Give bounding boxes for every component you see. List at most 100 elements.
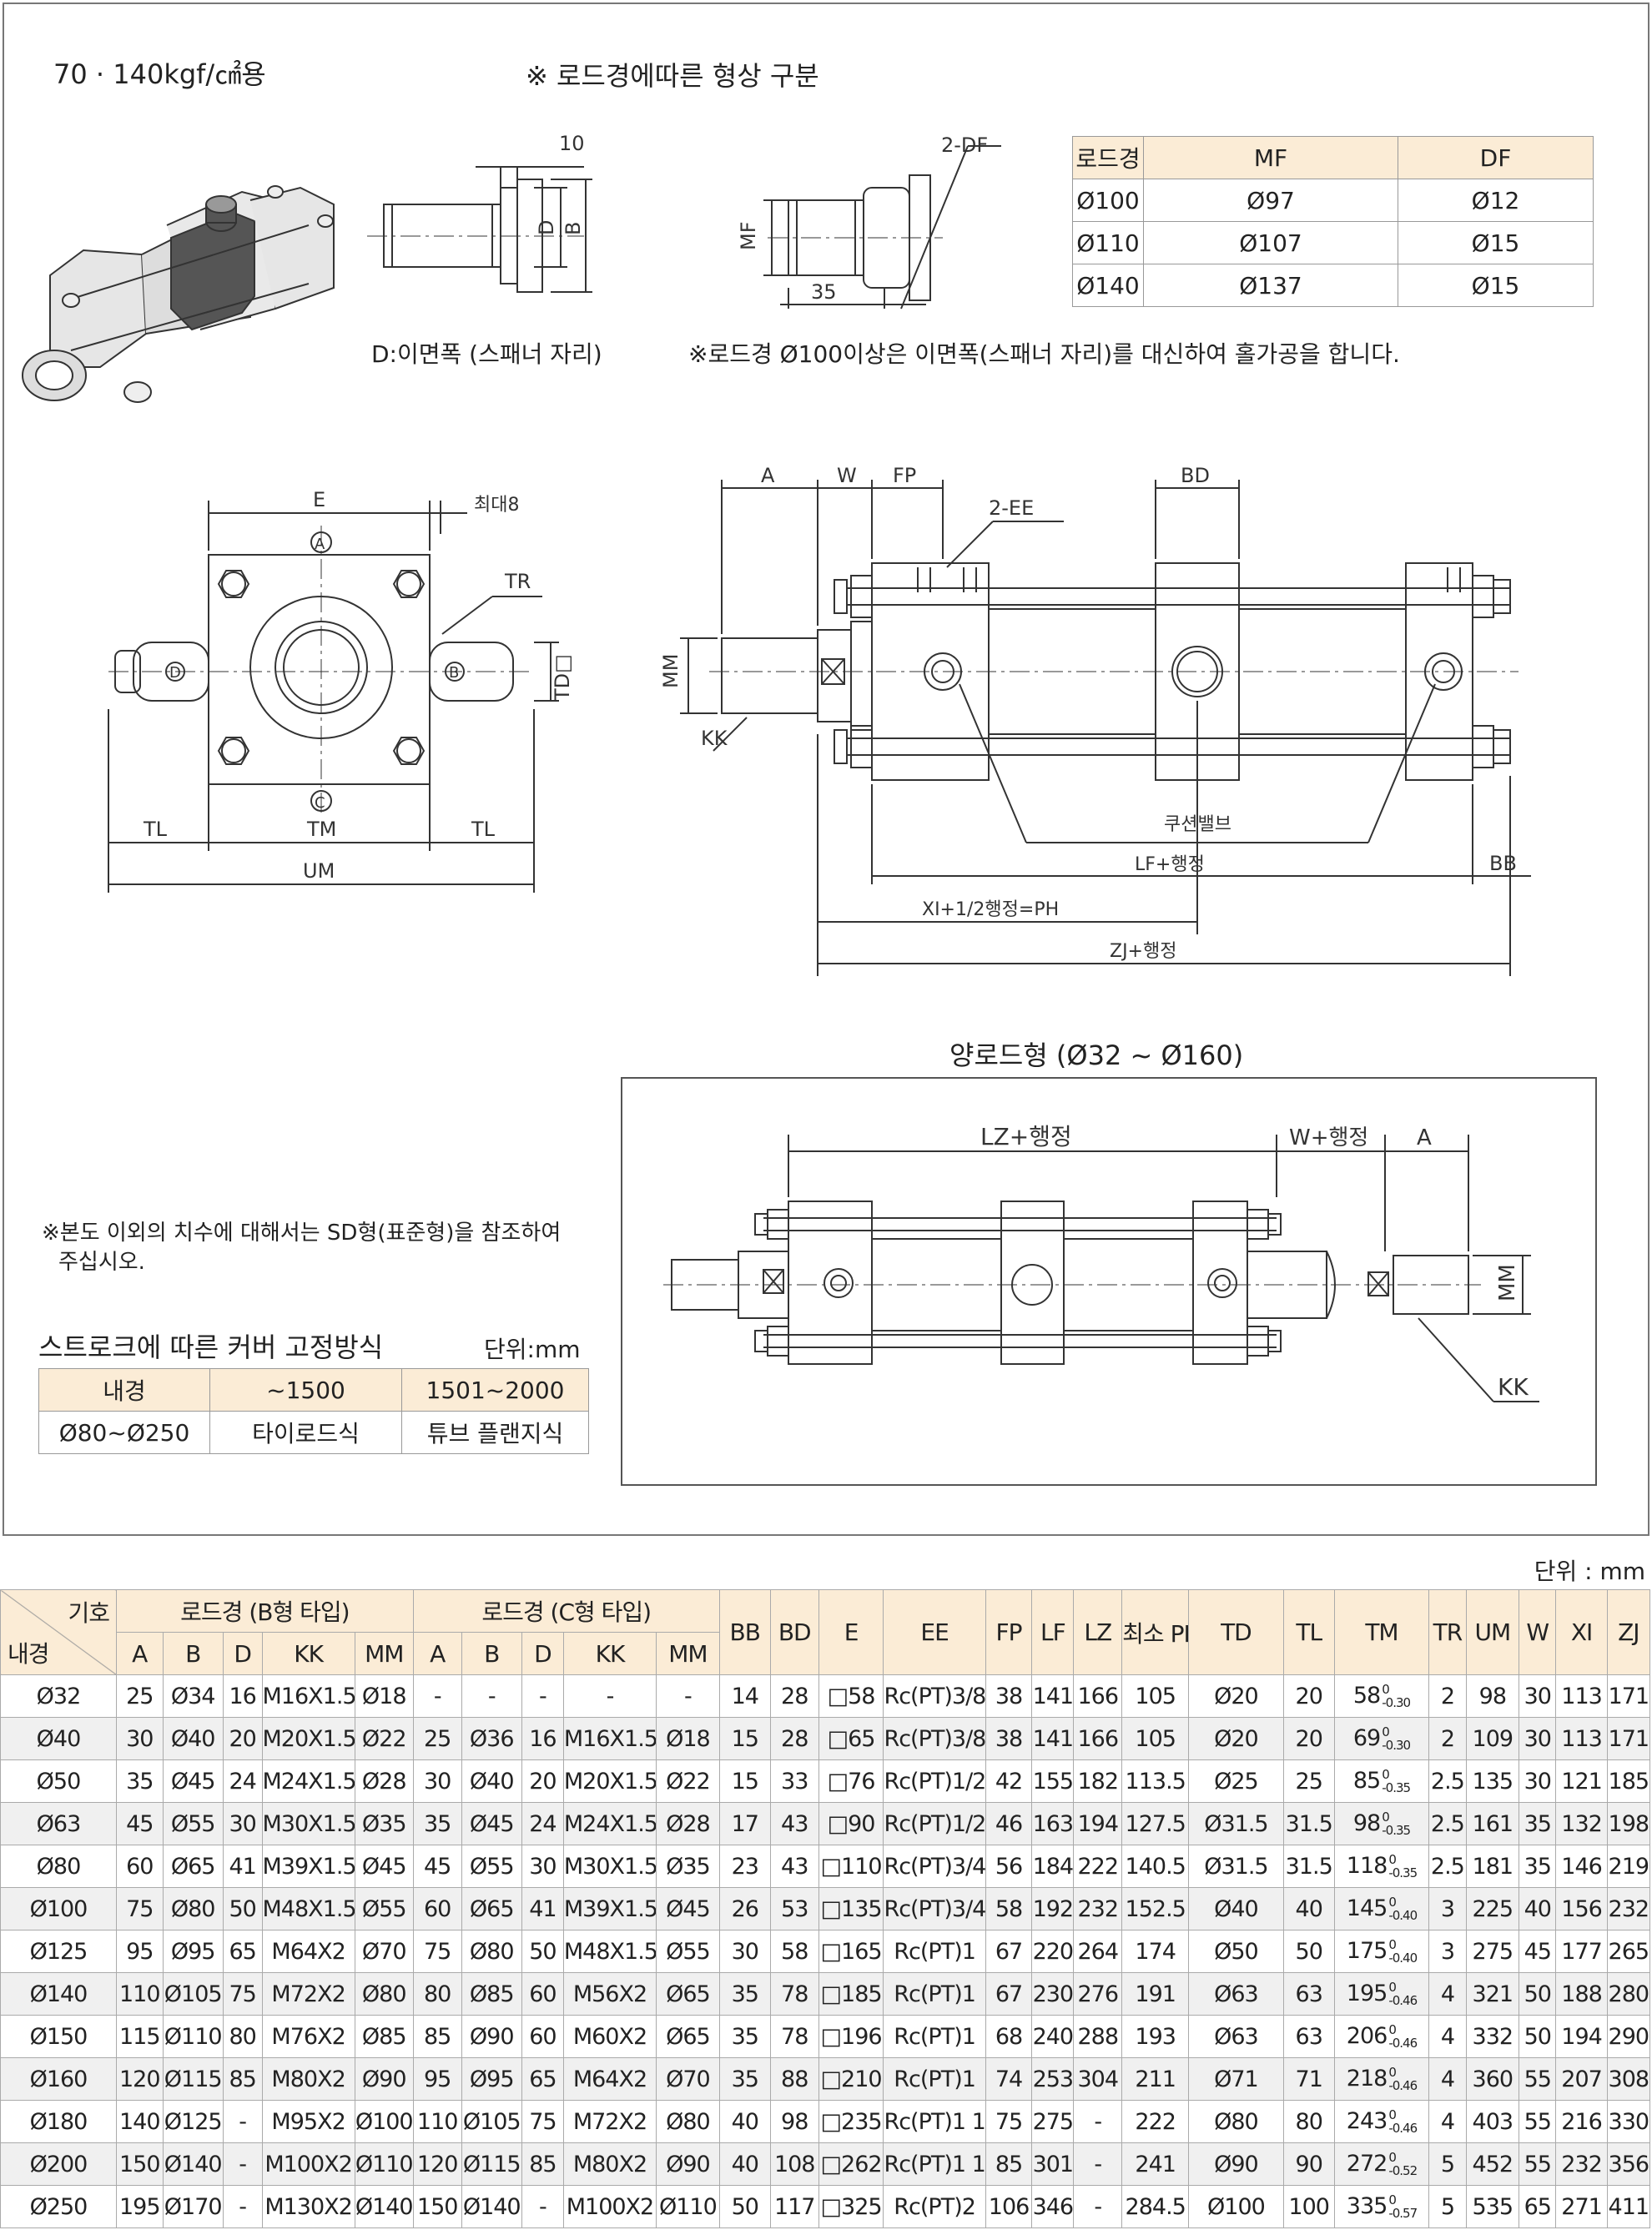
value-cell: 33 [769,1759,819,1803]
value-cell: 110 [412,2100,462,2143]
value-cell: Ø85 [461,1972,522,2016]
table-unit: 단위 : mm [1534,1558,1645,1585]
value-cell: 75 [521,2100,564,2143]
value-cell: 30 [115,1717,164,1760]
value-cell: 135 [1465,1759,1520,1803]
bore-cell: Ø63 [0,1802,117,1845]
value-cell: 14 [718,1674,771,1718]
value-cell: 35 [412,1802,462,1845]
value-cell: □235 [818,2100,884,2143]
value-cell: M48X1.5 [562,1930,657,1973]
value-cell: 403 [1465,2100,1520,2143]
value-cell: 181 [1465,1845,1520,1888]
value-cell: 55 [1519,2142,1557,2186]
value-cell: 535 [1465,2185,1520,2228]
value-cell: Ø18 [656,1717,720,1760]
value-cell: 25 [115,1674,164,1718]
value-cell: 280 [1606,1972,1651,2016]
value-cell: 360 [1465,2057,1520,2101]
value-cell: - [562,1674,657,1718]
value-cell: M30X1.5 [261,1802,355,1845]
value-cell: 55 [1519,2057,1557,2101]
value-cell: 241 [1121,2142,1190,2186]
value-cell: 15 [718,1717,771,1760]
col-header: BB [718,1589,771,1675]
value-cell: 53 [769,1887,819,1930]
value-cell: Rc(PT)1 [883,2015,986,2058]
value-cell: 132 [1555,1802,1608,1845]
value-cell: 30 [222,1802,263,1845]
value-cell: Ø95 [461,2057,522,2101]
label-lf: LF+행정 [1135,854,1205,875]
label-fp: FP [893,464,916,487]
value-cell: Ø100 [1188,2185,1284,2228]
value-cell: - [461,1674,522,1718]
value-cell: Ø55 [656,1930,720,1973]
value-cell: 225 [1465,1887,1520,1930]
value-cell: 20 [1282,1674,1335,1718]
value-cell: Ø35 [656,1845,720,1888]
value-cell: 55 [1519,2100,1557,2143]
value-cell: M16X1.5 [562,1717,657,1760]
label-d-mark: D [169,664,181,682]
value-cell: □185 [818,1972,884,2016]
value-cell: Ø34 [162,1674,224,1718]
value-cell: - [1073,2142,1123,2186]
value-cell: 16 [521,1717,564,1760]
value-cell: 41 [521,1887,564,1930]
bore-cell: Ø40 [0,1717,117,1760]
value-cell: Ø28 [656,1802,720,1845]
value-cell: Ø71 [1188,2057,1284,2101]
value-cell: Ø40 [162,1717,224,1760]
value-cell: M95X2 [261,2100,355,2143]
value-cell: 24 [521,1802,564,1845]
label-d: D [535,220,558,235]
value-cell: Rc(PT)1 1/2 [883,2142,986,2186]
label-b-mark: B [449,664,459,682]
value-cell: 17 [718,1802,771,1845]
value-cell: 31.5 [1282,1845,1335,1888]
sub-header: KK [562,1632,657,1675]
value-cell: 304 [1073,2057,1123,2101]
value-cell: Ø40 [461,1759,522,1803]
value-cell: 71 [1282,2057,1335,2101]
value-cell: 68 [985,2015,1033,2058]
mf-header: MF [1142,136,1399,179]
value-cell: 117 [769,2185,819,2228]
value-cell: 115 [115,2015,164,2058]
value-cell: 90 [1282,2142,1335,2186]
value-cell: 30 [1519,1759,1557,1803]
value-cell: 232 [1073,1887,1123,1930]
label-kk: KK [701,727,728,750]
value-cell: 185 [1606,1759,1651,1803]
value-cell: 45 [115,1802,164,1845]
value-cell: Ø140 [461,2185,522,2228]
value-cell: 35 [1519,1845,1557,1888]
value-cell: 25 [412,1717,462,1760]
value-cell: 4 [1428,2015,1467,2058]
value-cell: 16 [222,1674,263,1718]
value-cell: Ø85 [354,2015,414,2058]
value-cell: 253 [1031,2057,1075,2101]
value-cell: 113 [1555,1674,1608,1718]
value-cell: Ø63 [1188,1972,1284,2016]
value-cell: 275 [1465,1930,1520,1973]
value-cell: Ø50 [1188,1930,1284,1973]
value-cell: 146 [1555,1845,1608,1888]
value-cell: 67 [985,1972,1033,2016]
value-cell: 30 [412,1759,462,1803]
value-cell: Ø95 [162,1930,224,1973]
df-header: DF [1398,136,1594,179]
